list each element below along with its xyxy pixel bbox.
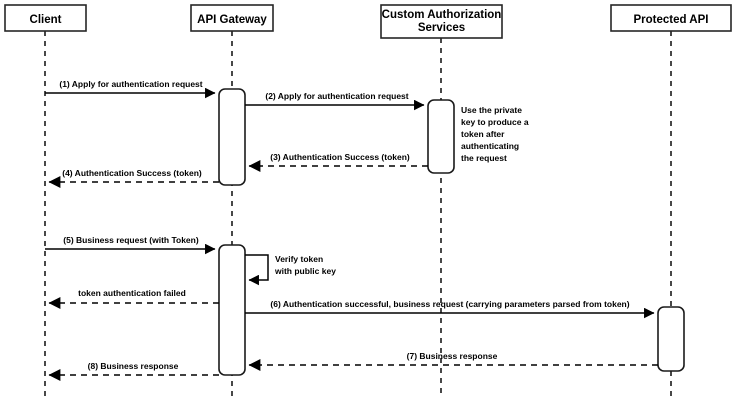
message-8[interactable]: (8) Business response: [48, 361, 219, 381]
message-1[interactable]: (1) Apply for authentication request: [45, 79, 216, 99]
message-6-label: (6) Authentication successful, business …: [270, 299, 629, 309]
participant-custom-auth[interactable]: Custom Authorization Services: [380, 4, 503, 39]
participant-protected-api[interactable]: Protected API: [610, 4, 732, 32]
message-token-auth-failed[interactable]: token authentication failed: [48, 288, 219, 309]
activation-custom-auth: [427, 99, 455, 174]
self-message-verify-token-label-line2: with public key: [274, 266, 336, 276]
message-5[interactable]: (5) Business request (with Token): [45, 235, 216, 255]
message-2-label: (2) Apply for authentication request: [265, 91, 408, 101]
note-private-key-line-5: the request: [461, 153, 507, 163]
note-private-key-line-3: token after: [461, 129, 505, 139]
message-8-label: (8) Business response: [88, 361, 179, 371]
participant-label-custom-auth-line1: Custom Authorization: [382, 9, 502, 21]
self-message-verify-token-arrow: [245, 254, 269, 286]
activation-protected-api: [657, 306, 685, 372]
note-private-key: Use the private key to produce a token a…: [461, 105, 529, 163]
participant-api-gateway[interactable]: API Gateway: [190, 4, 274, 32]
message-3-label: (3) Authentication Success (token): [270, 152, 410, 162]
activation-bars: [218, 88, 685, 376]
activation-api-gateway-auth: [218, 88, 246, 186]
message-7-label: (7) Business response: [407, 351, 498, 361]
message-4[interactable]: (4) Authentication Success (token): [48, 168, 219, 188]
participant-client[interactable]: Client: [4, 4, 87, 32]
message-3[interactable]: (3) Authentication Success (token): [248, 152, 428, 172]
note-private-key-line-4: authenticating: [461, 141, 519, 151]
message-6[interactable]: (6) Authentication successful, business …: [245, 299, 655, 319]
activation-api-gateway-business: [218, 244, 246, 376]
message-4-label: (4) Authentication Success (token): [62, 168, 202, 178]
note-private-key-line-1: Use the private: [461, 105, 522, 115]
message-token-auth-failed-label: token authentication failed: [78, 288, 186, 298]
participant-label-protected-api: Protected API: [634, 14, 709, 26]
participant-box-api-gateway[interactable]: [190, 4, 274, 32]
participant-label-custom-auth-line2: Services: [418, 22, 465, 34]
message-7[interactable]: (7) Business response: [248, 351, 658, 371]
participant-box-client[interactable]: [4, 4, 87, 32]
self-message-verify-token-label-line1: Verify token: [275, 254, 323, 264]
message-2[interactable]: (2) Apply for authentication request: [245, 91, 425, 111]
note-private-key-line-2: key to produce a: [461, 117, 529, 127]
self-message-verify-token[interactable]: Verify token with public key: [245, 254, 336, 286]
participant-label-api-gateway: API Gateway: [197, 14, 267, 26]
participant-label-client: Client: [30, 14, 62, 26]
participant-box-protected-api[interactable]: [610, 4, 732, 32]
message-5-label: (5) Business request (with Token): [63, 235, 199, 245]
message-1-label: (1) Apply for authentication request: [59, 79, 202, 89]
participant-box-custom-auth[interactable]: [380, 4, 503, 39]
